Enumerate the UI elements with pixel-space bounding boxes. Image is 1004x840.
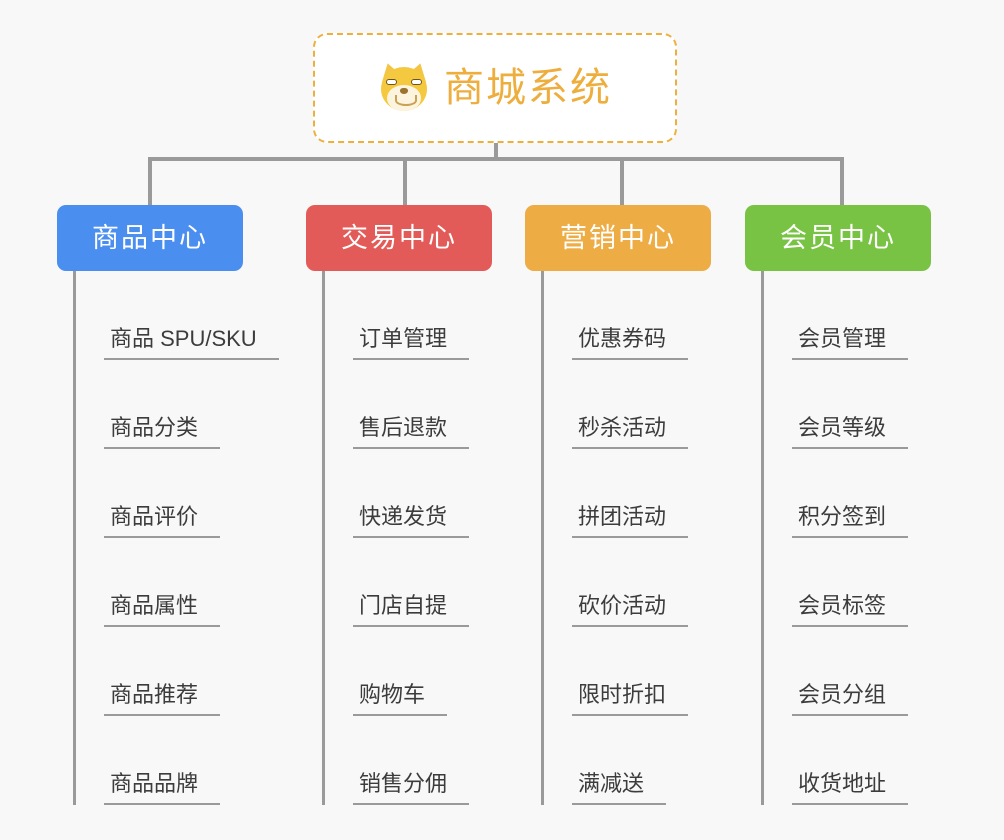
leaf-underline: 砍价活动: [572, 592, 689, 627]
leaf-underline: 售后退款: [353, 414, 470, 449]
leaf-label: 满减送: [578, 770, 645, 796]
leaf-label: 积分签到: [798, 503, 887, 529]
leaf-item[interactable]: 秒杀活动: [541, 360, 689, 449]
leaf-underline: 限时折扣: [572, 681, 689, 716]
leaf-underline: 商品推荐: [104, 681, 221, 716]
leaf-underline: 优惠券码: [572, 325, 689, 360]
leaf-label: 优惠券码: [578, 325, 667, 351]
leaf-item[interactable]: 限时折扣: [541, 627, 689, 716]
leaf-underline: 收货地址: [792, 770, 909, 805]
leaf-item[interactable]: 订单管理: [322, 271, 470, 360]
leaf-item[interactable]: 会员等级: [761, 360, 909, 449]
leaf-item[interactable]: 售后退款: [322, 360, 470, 449]
category-label: 会员中心: [780, 222, 896, 253]
leaf-item[interactable]: 会员标签: [761, 538, 909, 627]
leaf-column-1: 商品 SPU/SKU 商品分类商品评价商品属性商品推荐商品品牌: [73, 271, 279, 805]
leaf-underline: 秒杀活动: [572, 414, 689, 449]
shiba-dog-face-icon: [377, 60, 431, 114]
leaf-label: 商品分类: [110, 414, 199, 440]
leaf-label: 会员管理: [798, 325, 887, 351]
leaf-underline: 会员标签: [792, 592, 909, 627]
connector-trunk-2: [322, 271, 325, 805]
connector-trunk-1: [73, 271, 76, 805]
leaf-underline: 订单管理: [353, 325, 470, 360]
category-box-4[interactable]: 会员中心: [745, 205, 931, 271]
category-box-2[interactable]: 交易中心: [306, 205, 492, 271]
leaf-item[interactable]: 会员分组: [761, 627, 909, 716]
leaf-label: 订单管理: [359, 325, 448, 351]
leaf-label: 商品品牌: [110, 770, 199, 796]
leaf-item[interactable]: 会员管理: [761, 271, 909, 360]
leaf-item[interactable]: 门店自提: [322, 538, 470, 627]
leaf-underline: 商品评价: [104, 503, 221, 538]
connector-horizontal-bus: [148, 157, 842, 161]
leaf-item[interactable]: 商品分类: [73, 360, 279, 449]
leaf-underline: 会员等级: [792, 414, 909, 449]
leaf-label: 商品 SPU/SKU: [110, 325, 257, 351]
leaf-underline: 快递发货: [353, 503, 470, 538]
leaf-column-4: 会员管理会员等级积分签到会员标签会员分组收货地址: [761, 271, 909, 805]
connector-drop-4: [840, 157, 844, 205]
connector-trunk-4: [761, 271, 764, 805]
leaf-item[interactable]: 砍价活动: [541, 538, 689, 627]
leaf-item[interactable]: 商品 SPU/SKU: [73, 271, 279, 360]
leaf-underline: 门店自提: [353, 592, 470, 627]
category-label: 营销中心: [560, 222, 676, 253]
leaf-label: 门店自提: [359, 592, 448, 618]
leaf-underline: 会员分组: [792, 681, 909, 716]
leaf-label: 商品推荐: [110, 681, 199, 707]
root-node[interactable]: 商城系统: [313, 33, 677, 143]
leaf-item[interactable]: 商品属性: [73, 538, 279, 627]
leaf-item[interactable]: 商品评价: [73, 449, 279, 538]
leaf-label: 售后退款: [359, 414, 448, 440]
connector-drop-3: [620, 157, 624, 205]
leaf-item[interactable]: 满减送: [541, 716, 688, 805]
leaf-item[interactable]: 快递发货: [322, 449, 470, 538]
connector-root-stem: [494, 143, 498, 161]
leaf-underline: 购物车: [353, 681, 448, 716]
leaf-label: 收货地址: [798, 770, 887, 796]
leaf-underline: 商品属性: [104, 592, 221, 627]
leaf-label: 销售分佣: [359, 770, 448, 796]
leaf-label: 购物车: [359, 681, 426, 707]
leaf-label: 限时折扣: [578, 681, 667, 707]
leaf-label: 快递发货: [359, 503, 448, 529]
leaf-underline: 商品 SPU/SKU: [104, 325, 279, 360]
leaf-item[interactable]: 商品推荐: [73, 627, 279, 716]
leaf-underline: 商品品牌: [104, 770, 221, 805]
leaf-column-3: 优惠券码秒杀活动拼团活动砍价活动限时折扣满减送: [541, 271, 689, 805]
leaf-item[interactable]: 积分签到: [761, 449, 909, 538]
leaf-item[interactable]: 商品品牌: [73, 716, 279, 805]
leaf-label: 拼团活动: [578, 503, 667, 529]
leaf-label: 商品属性: [110, 592, 199, 618]
connector-trunk-3: [541, 271, 544, 805]
category-box-3[interactable]: 营销中心: [525, 205, 711, 271]
leaf-label: 会员标签: [798, 592, 887, 618]
category-box-1[interactable]: 商品中心: [57, 205, 243, 271]
leaf-underline: 会员管理: [792, 325, 909, 360]
leaf-underline: 满减送: [572, 770, 667, 805]
leaf-label: 秒杀活动: [578, 414, 667, 440]
leaf-label: 砍价活动: [578, 592, 667, 618]
leaf-item[interactable]: 购物车: [322, 627, 469, 716]
leaf-label: 会员分组: [798, 681, 887, 707]
connector-drop-2: [403, 157, 407, 205]
leaf-underline: 商品分类: [104, 414, 221, 449]
leaf-underline: 拼团活动: [572, 503, 689, 538]
root-title: 商城系统: [444, 66, 612, 110]
leaf-label: 会员等级: [798, 414, 887, 440]
leaf-underline: 销售分佣: [353, 770, 470, 805]
category-label: 商品中心: [92, 222, 208, 253]
category-label: 交易中心: [341, 222, 457, 253]
leaf-item[interactable]: 收货地址: [761, 716, 909, 805]
leaf-underline: 积分签到: [792, 503, 909, 538]
leaf-item[interactable]: 拼团活动: [541, 449, 689, 538]
leaf-label: 商品评价: [110, 503, 199, 529]
leaf-item[interactable]: 销售分佣: [322, 716, 470, 805]
connector-drop-1: [148, 157, 152, 205]
leaf-column-2: 订单管理售后退款快递发货门店自提购物车销售分佣: [322, 271, 470, 805]
leaf-item[interactable]: 优惠券码: [541, 271, 689, 360]
